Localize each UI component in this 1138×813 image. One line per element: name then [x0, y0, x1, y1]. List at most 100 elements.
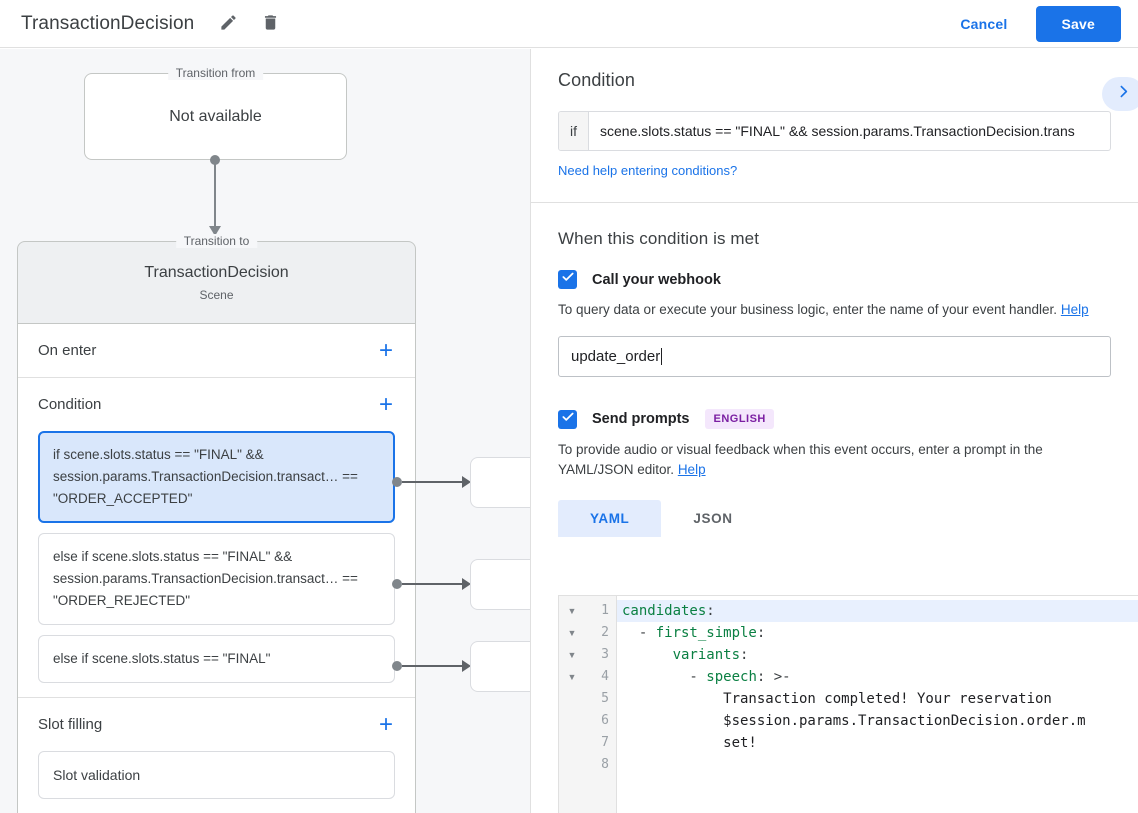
tab-yaml[interactable]: YAML — [558, 500, 662, 537]
save-button[interactable]: Save — [1035, 5, 1121, 42]
send-prompts-label: Send prompts — [592, 411, 690, 427]
line-number: 6 — [601, 713, 609, 728]
line-number: 4 — [601, 669, 609, 684]
target-stub-box[interactable] — [470, 641, 530, 692]
section-slot-filling: Slot filling + Slot validation — [18, 698, 415, 799]
webhook-description: To query data or execute your business l… — [531, 300, 1138, 320]
conditions-help-link[interactable]: Need help entering conditions? — [558, 163, 738, 178]
section-on-enter: On enter + — [18, 324, 415, 378]
fold-spacer — [559, 688, 585, 710]
prompts-description: To provide audio or visual feedback when… — [531, 440, 1138, 480]
cancel-button[interactable]: Cancel — [948, 7, 1019, 41]
condition-outlet-arrowhead — [462, 476, 471, 488]
call-webhook-row: Call your webhook — [531, 270, 1138, 289]
condition-outlet-dot — [392, 661, 402, 671]
fold-toggle-icon[interactable]: ▼ — [567, 672, 577, 682]
code-line[interactable]: set! — [622, 735, 757, 751]
transition-to-legend: Transition to — [175, 234, 258, 248]
target-stub-box[interactable] — [470, 559, 530, 610]
transition-to-subtitle: Scene — [199, 287, 234, 302]
delete-button[interactable] — [256, 10, 284, 38]
send-prompts-checkbox[interactable] — [558, 409, 577, 429]
text-caret — [661, 348, 663, 365]
event-handler-input[interactable]: update_order — [558, 336, 1111, 377]
condition-detail-panel: Condition if scene.slots.status == "FINA… — [530, 49, 1138, 813]
code-line[interactable]: - speech: >- — [622, 669, 791, 685]
code-line[interactable]: Transaction completed! Your reservation — [622, 691, 1052, 707]
line-number: 8 — [601, 757, 609, 772]
connector-line — [214, 160, 216, 228]
condition-outlet-line — [402, 583, 464, 585]
code-area[interactable]: candidates: - first_simple: variants: - … — [617, 596, 1138, 813]
transition-from-legend: Transition from — [167, 66, 264, 80]
transition-from-value: Not available — [169, 107, 262, 125]
code-line[interactable]: candidates: — [617, 600, 1138, 622]
fold-toggle-icon[interactable]: ▼ — [567, 628, 577, 638]
when-condition-met-title: When this condition is met — [558, 229, 760, 248]
tab-json[interactable]: JSON — [693, 511, 733, 526]
check-icon — [561, 410, 575, 429]
code-line[interactable] — [617, 754, 1138, 776]
condition-card[interactable]: else if scene.slots.status == "FINAL" — [38, 635, 395, 683]
line-number: 5 — [601, 691, 609, 706]
condition-outlet-line — [402, 665, 464, 667]
add-on-enter-button[interactable]: + — [378, 336, 393, 364]
page-title: TransactionDecision — [21, 12, 195, 34]
condition-outlet-arrowhead — [462, 660, 471, 672]
section-header: Condition + — [38, 378, 395, 431]
fold-gutter: ▼ ▼ ▼ ▼ — [559, 596, 585, 813]
connector-arrowhead — [209, 226, 221, 236]
section-title-on-enter: On enter — [38, 342, 97, 359]
slot-validation-card[interactable]: Slot validation — [38, 751, 395, 799]
section-title-slot-filling: Slot filling — [38, 716, 103, 733]
line-number: 3 — [601, 647, 609, 662]
pencil-icon — [219, 13, 238, 35]
code-line[interactable]: - first_simple: — [622, 625, 766, 641]
edit-button[interactable] — [214, 10, 242, 38]
add-condition-button[interactable]: + — [378, 390, 393, 418]
transition-from-card[interactable]: Transition from Not available — [84, 66, 347, 160]
fold-toggle-icon[interactable]: ▼ — [567, 650, 577, 660]
condition-outlet-line — [402, 481, 464, 483]
panel-header: Condition — [531, 49, 1138, 111]
section-condition: Condition + if scene.slots.status == "FI… — [18, 378, 415, 698]
prompts-help-link[interactable]: Help — [677, 462, 706, 477]
condition-card[interactable]: else if scene.slots.status == "FINAL" &&… — [38, 533, 395, 625]
code-line[interactable]: variants: — [672, 647, 749, 663]
condition-prefix-label: if — [559, 112, 589, 150]
editor-format-tabs: YAML JSON — [558, 500, 1111, 537]
condition-input-row[interactable]: if scene.slots.status == "FINAL" && sess… — [558, 111, 1111, 151]
condition-input[interactable]: scene.slots.status == "FINAL" && session… — [600, 123, 1075, 139]
line-number: 2 — [601, 625, 609, 640]
event-handler-value: update_order — [571, 348, 661, 365]
code-line[interactable]: $session.params.TransactionDecision.orde… — [622, 713, 1086, 729]
scene-sections: On enter + Condition + if scene.slots.st… — [17, 324, 416, 813]
section-title-condition: Condition — [38, 396, 102, 413]
trash-icon — [261, 13, 280, 35]
top-bar: TransactionDecision Cancel Save — [0, 0, 1138, 48]
call-webhook-label: Call your webhook — [592, 271, 721, 288]
line-number: 7 — [601, 735, 609, 750]
condition-outlet-arrowhead — [462, 578, 471, 590]
webhook-description-text: To query data or execute your business l… — [558, 302, 1058, 317]
condition-input-block: if scene.slots.status == "FINAL" && sess… — [531, 111, 1138, 180]
webhook-help-link[interactable]: Help — [1060, 302, 1089, 317]
condition-card[interactable]: if scene.slots.status == "FINAL" && sess… — [38, 431, 395, 523]
expand-panel-button[interactable] — [1102, 77, 1138, 111]
chevron-right-icon — [1115, 83, 1132, 105]
fold-spacer — [559, 732, 585, 754]
target-stub-box[interactable] — [470, 457, 530, 508]
add-slot-filling-button[interactable]: + — [378, 710, 393, 738]
fold-spacer — [559, 754, 585, 776]
condition-outlet-dot — [392, 579, 402, 589]
fold-spacer — [559, 710, 585, 732]
fold-toggle-icon[interactable]: ▼ — [567, 606, 577, 616]
section-header: On enter + — [38, 324, 395, 377]
call-webhook-checkbox[interactable] — [558, 270, 577, 289]
condition-outlet-dot — [392, 477, 402, 487]
transition-to-card[interactable]: Transition to TransactionDecision Scene — [17, 234, 416, 324]
panel-title: Condition — [558, 69, 635, 90]
